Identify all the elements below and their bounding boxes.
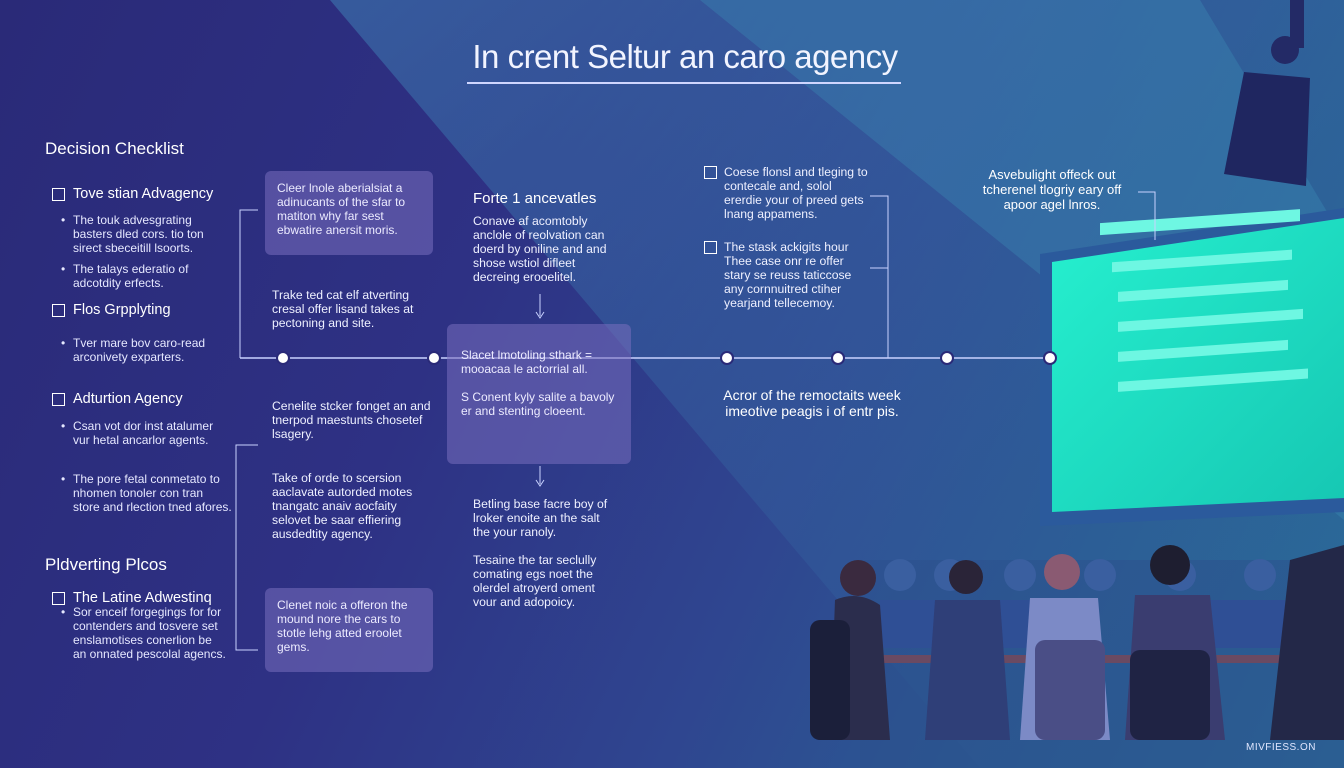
- timeline-caption: Acror of the remoctaits week imeotive pe…: [723, 387, 901, 419]
- connector-lower: [235, 444, 258, 651]
- timeline-node-5: [940, 351, 954, 365]
- title-underline: [467, 82, 901, 84]
- checkbox-icon[interactable]: [704, 166, 717, 179]
- step-text-1: Trake ted cat elf atverting cresal offer…: [272, 288, 414, 330]
- step-text-3: Take of orde to scersion aaclavate autor…: [272, 471, 413, 541]
- checkbox-icon[interactable]: [52, 591, 65, 605]
- audience-illustration: [810, 545, 1344, 768]
- timeline-node-4: [831, 351, 845, 365]
- page-title: In crent Seltur an caro agency: [472, 38, 898, 75]
- arrowhead-2: [535, 479, 545, 487]
- callout-arrow: [1138, 191, 1156, 240]
- checklist-item-label: Adturtion Agency: [73, 391, 183, 407]
- connector-right: [870, 195, 889, 358]
- checklist-item-4[interactable]: The Latine Adwestinq: [52, 590, 212, 606]
- column-text-2: Betling base facre boy of lroker enoite …: [473, 497, 608, 539]
- timeline-node-2: [427, 351, 441, 365]
- checklist-bullet: The talays ederatio of adcotdity erfects…: [61, 262, 233, 290]
- step-text-2: Cenelite stcker fonget an and tnerpod ma…: [272, 399, 431, 441]
- checkbox-icon[interactable]: [52, 187, 65, 201]
- center-card-text-1: Slacet lmotoling sthark = mooacaa le act…: [461, 348, 593, 376]
- center-card: Slacet lmotoling sthark = mooacaa le act…: [447, 324, 631, 464]
- checklist-bullet: Tver mare bov caro-read arconivety expar…: [61, 336, 233, 364]
- projector-icon: [1224, 0, 1310, 186]
- checklist-item-2[interactable]: Flos Grpplyting: [52, 302, 171, 318]
- timeline-node-6: [1043, 351, 1057, 365]
- checkbox-icon[interactable]: [52, 392, 65, 406]
- timeline-node-3: [720, 351, 734, 365]
- info-card-2: Clenet noic a offeron the mound nore the…: [265, 588, 433, 672]
- right-check-text: Coese flonsl and tleging to contecale an…: [724, 165, 868, 221]
- center-card-text-2: S Conent kyly salite a bavoly er and ste…: [461, 390, 615, 418]
- connector-upper: [239, 209, 258, 358]
- checkbox-icon[interactable]: [704, 241, 717, 254]
- checklist-bullet: The touk advesgrating basters dled cors.…: [61, 213, 233, 255]
- right-check-text: The stask ackigits hour Thee case onr re…: [724, 240, 852, 310]
- checklist-text: Sor enceif forgegings for for contenders…: [61, 605, 228, 661]
- section-heading: Pldverting Plcos: [45, 555, 167, 574]
- checklist-bullet: Csan vot dor inst atalumer vur hetal anc…: [61, 419, 233, 447]
- checklist-heading: Decision Checklist: [45, 139, 184, 158]
- arrowhead-1: [535, 311, 545, 319]
- checkbox-icon[interactable]: [52, 303, 65, 317]
- timeline-node-1: [276, 351, 290, 365]
- checklist-item-3[interactable]: Adturtion Agency: [52, 391, 183, 407]
- checklist-item-label: The Latine Adwestinq: [73, 590, 212, 606]
- checklist-bullet: The pore fetal conmetato to nhomen tonol…: [61, 472, 233, 514]
- info-card-1: Cleer lnole aberialsiat a adinucants of …: [265, 171, 433, 255]
- checklist-item-label: Flos Grpplyting: [73, 302, 171, 318]
- checklist-item-1[interactable]: Tove stian Advagency: [52, 186, 213, 202]
- column-heading: Forte 1 ancevatles: [473, 190, 597, 207]
- screen-callout: Asvebulight offeck out tcherenel tlogriy…: [982, 167, 1122, 212]
- column-text-1: Conave af acomtobly anclole of reolvatio…: [473, 214, 607, 284]
- checklist-item-label: Tove stian Advagency: [73, 186, 214, 202]
- column-text-3: Tesaine the tar seclully comating egs no…: [473, 553, 597, 609]
- watermark: MIVFIESS.ON: [1246, 742, 1316, 753]
- projection-screen: [1040, 208, 1344, 526]
